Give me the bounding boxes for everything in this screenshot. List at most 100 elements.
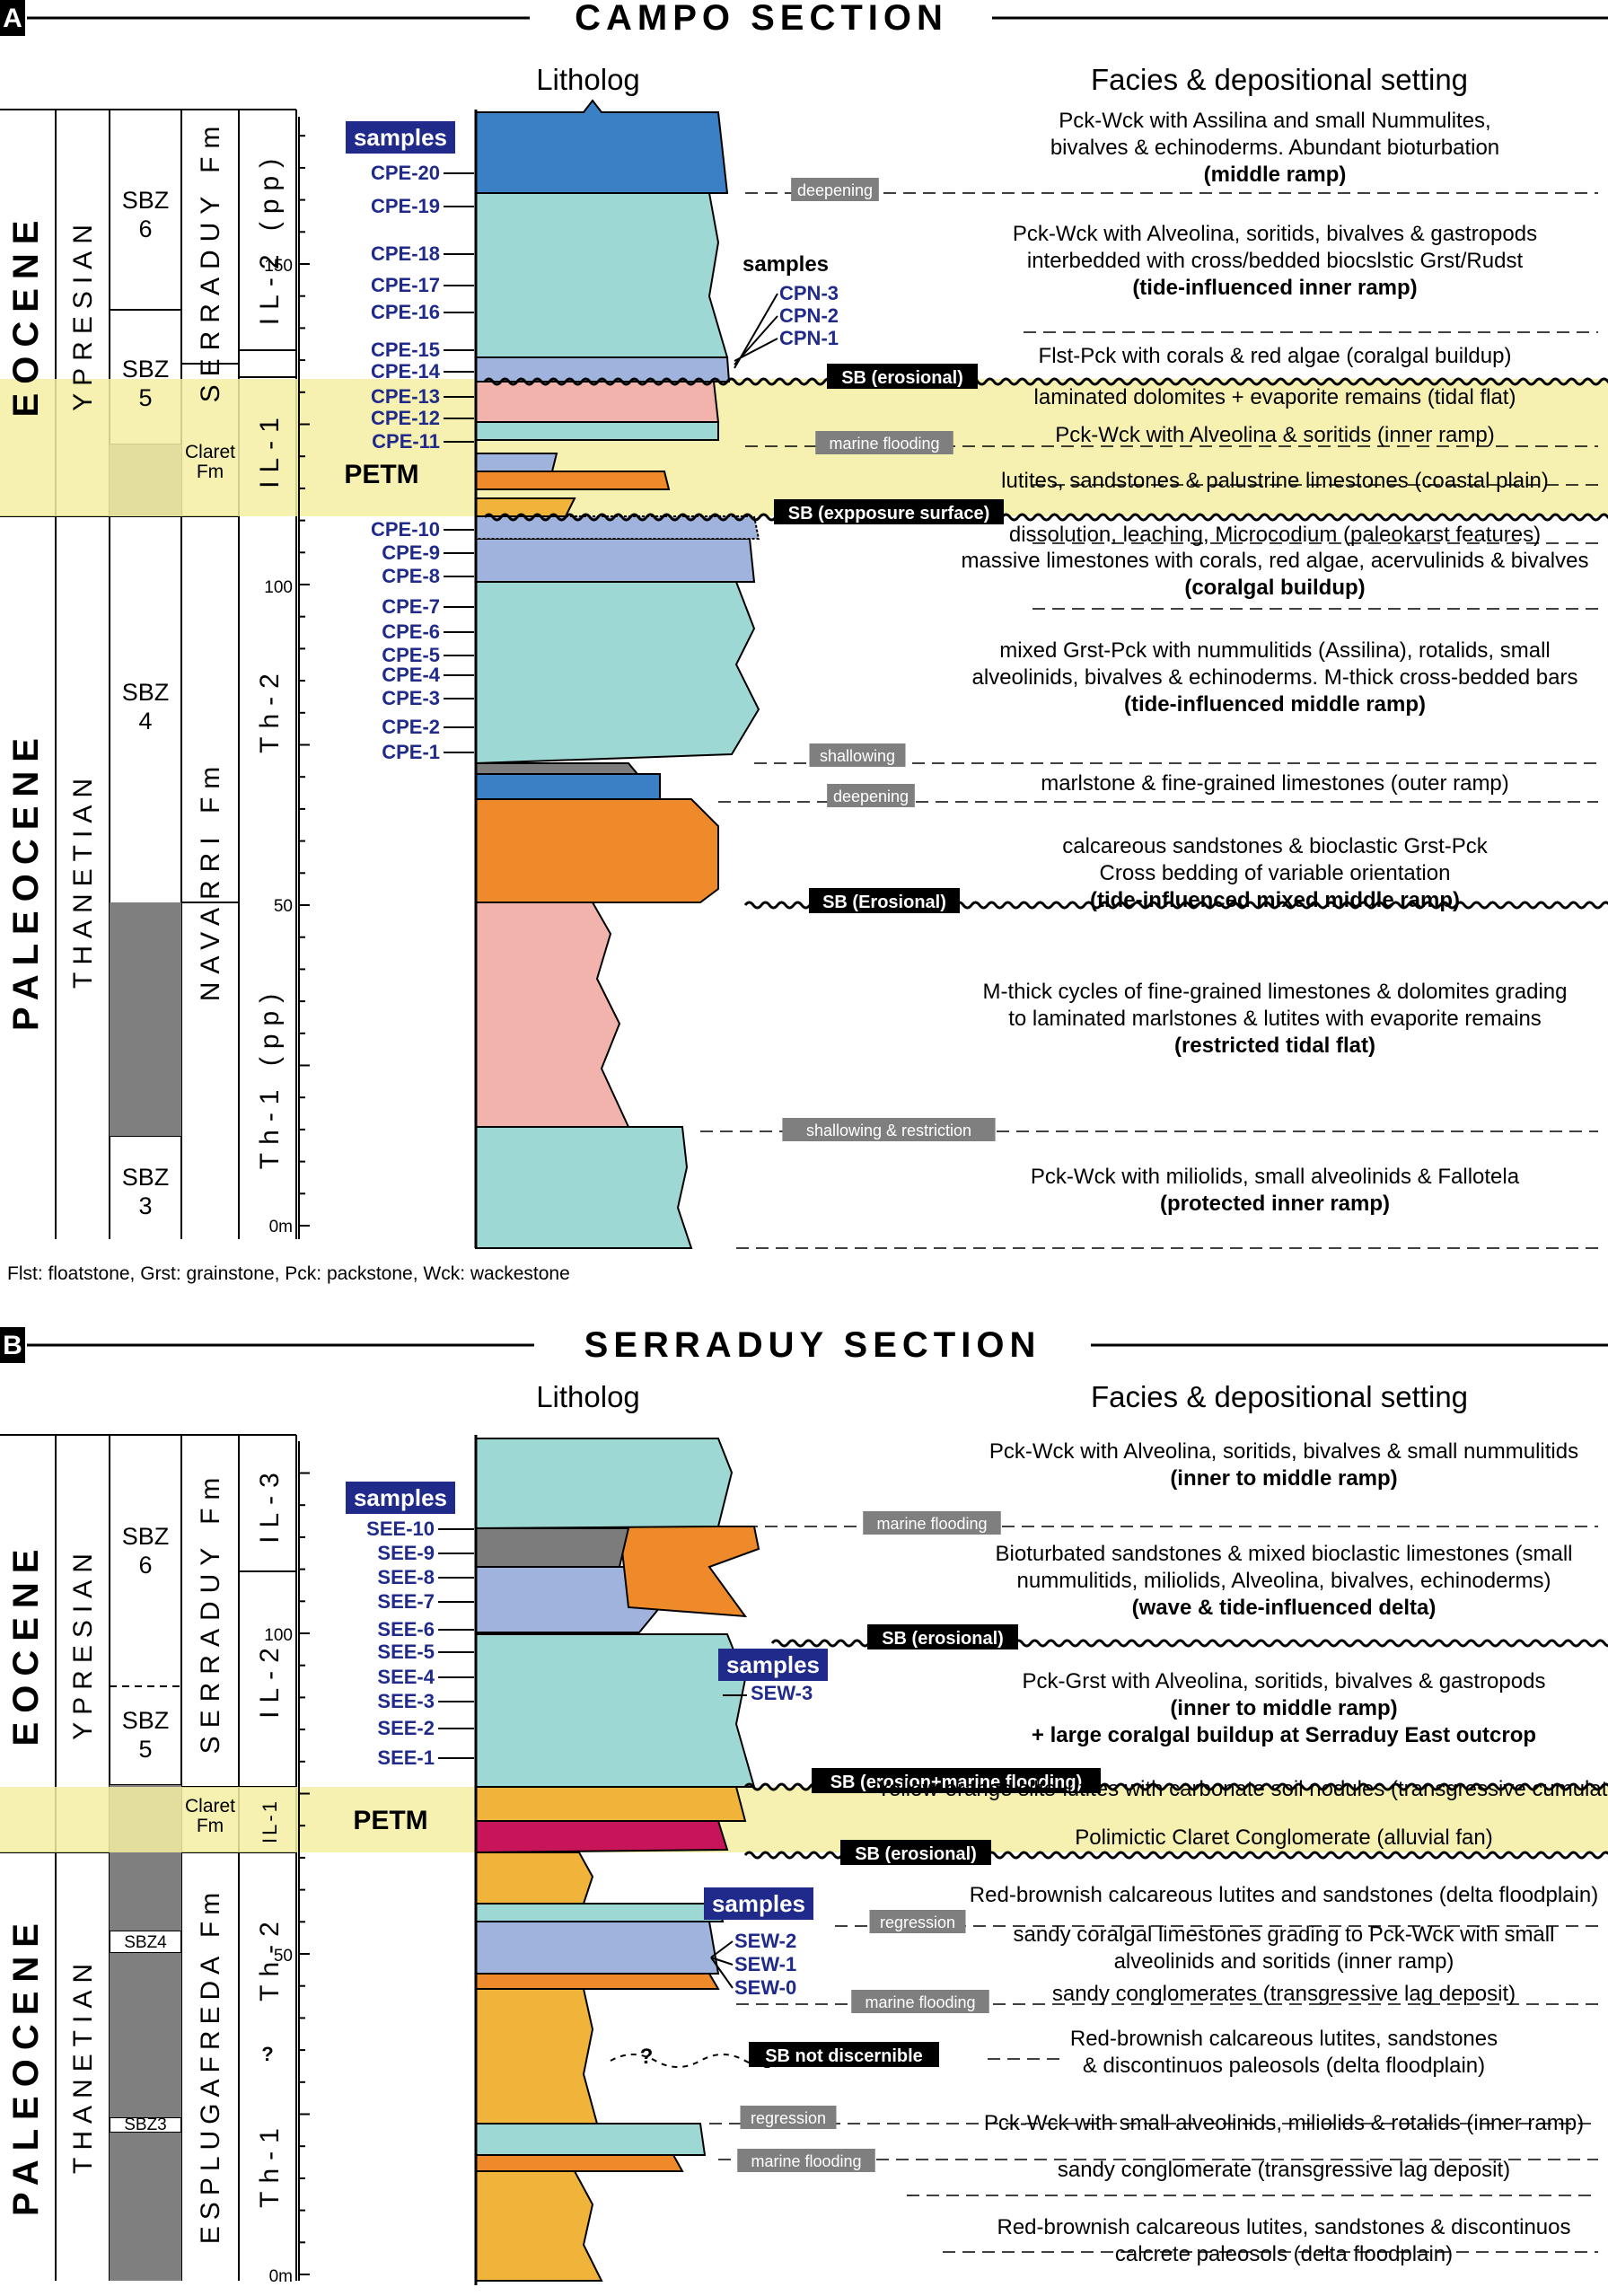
campo-gap-sbz-lower bbox=[110, 902, 181, 1136]
facies-line: + large coralgal buildup at Serraduy Eas… bbox=[1032, 1723, 1536, 1747]
sample-label: CPE-3 bbox=[382, 687, 440, 709]
sample-leader-sew bbox=[710, 1957, 734, 1966]
serraduy-sew-samples-label: samples bbox=[712, 1890, 805, 1917]
campo-petm-label: PETM bbox=[344, 460, 418, 489]
campo-bed-paleokarst bbox=[475, 515, 760, 540]
surface-label: SB (Erosional) bbox=[822, 893, 946, 912]
surface-label: regression bbox=[751, 2109, 826, 2127]
surface-label-box bbox=[815, 431, 953, 454]
campo-fm-navarri: NAVARRI Fm bbox=[196, 759, 225, 1002]
facies-line: Yellow-orange silts-lutites with carbona… bbox=[876, 1777, 1608, 1801]
facies-line: Flst-Pck with corals & red algae (coralg… bbox=[1039, 344, 1512, 368]
campo-eocene-label: EOCENE bbox=[6, 212, 46, 418]
facies-line: Pck-Wck with Alveolina & soritids (inner… bbox=[1055, 423, 1494, 447]
facies-line: Pck-Wck with small alveolinids, miliolid… bbox=[984, 2111, 1584, 2135]
serraduy-bed-pckwck-th2 bbox=[475, 1903, 725, 1922]
surface-label: SB (erosion+marine flooding) bbox=[830, 1773, 1083, 1792]
campo-facies: Pck-Wck with Assilina and small Nummulit… bbox=[962, 109, 1589, 1216]
serraduy-unit-th2: Th-2 bbox=[255, 1913, 285, 2001]
campo-scale-100: 100 bbox=[264, 578, 293, 597]
facies-line: mixed Grst-Pck with nummulitids (Assilin… bbox=[999, 638, 1550, 663]
serraduy-fm-esplugafreda: ESPLUGAFREDA Fm bbox=[196, 1887, 225, 2244]
surface-label-box bbox=[782, 1118, 996, 1141]
serraduy-gap-sbz-c bbox=[110, 2133, 181, 2281]
facies-line: calcrete paleosols (delta floodplain) bbox=[1115, 2242, 1453, 2266]
serraduy-litholog bbox=[475, 1438, 760, 2282]
surface-label-box bbox=[863, 1511, 1001, 1535]
serraduy-qmark-center: ? bbox=[640, 2045, 654, 2069]
surface-label-box bbox=[809, 743, 906, 767]
serraduy-sample-sew3: SEW-3 bbox=[751, 1682, 813, 1704]
serraduy-bed-delta-orange bbox=[618, 1526, 760, 1618]
sb-wavy-line bbox=[483, 513, 1608, 522]
campo-petm-band bbox=[0, 379, 1608, 516]
serraduy-samples-label: samples bbox=[354, 1484, 447, 1511]
campo-unit-il1: IL-1 bbox=[255, 409, 285, 488]
serraduy-sbz3: SBZ3 bbox=[124, 2116, 167, 2134]
surface-label: marine flooding bbox=[829, 435, 939, 453]
surface-label-box bbox=[827, 784, 915, 807]
panel-serraduy: B SERRADUY SECTION Litholog Facies & dep… bbox=[0, 1325, 1608, 2286]
serraduy-unit-th1: Th-1 bbox=[255, 2120, 285, 2208]
surface-label-box bbox=[867, 1624, 1018, 1649]
facies-line: (restricted tidal flat) bbox=[1174, 1034, 1375, 1058]
campo-bed-coralgal-buildup bbox=[475, 538, 756, 583]
facies-line: sandy conglomerate (transgressive lag de… bbox=[1058, 2158, 1510, 2182]
facies-line: Cross bedding of variable orientation bbox=[1100, 861, 1451, 885]
surface-label: SB (erosional) bbox=[841, 368, 963, 388]
facies-line: Red-brownish calcareous lutites and sand… bbox=[970, 1883, 1598, 1907]
serraduy-sample-list: SEE-10SEE-9SEE-8SEE-7SEE-6SEE-5SEE-4SEE-… bbox=[366, 1517, 474, 1769]
sample-label: CPE-10 bbox=[371, 518, 440, 541]
facies-line: dissolution, leaching, Microcodium (pale… bbox=[1009, 523, 1541, 547]
campo-unit-th2: Th-2 bbox=[255, 665, 285, 753]
sample-label: CPE-9 bbox=[382, 541, 440, 564]
campo-bed-mixed-middle-ramp bbox=[475, 798, 719, 903]
facies-line: sandy conglomerates (transgressive lag d… bbox=[1052, 1982, 1516, 2006]
serraduy-bed-lag-upper bbox=[475, 1973, 720, 1990]
facies-line: Red-brownish calcareous lutites, sandsto… bbox=[1070, 2027, 1498, 2051]
sample-label: CPE-11 bbox=[372, 430, 440, 453]
sample-label: SEE-9 bbox=[377, 1542, 435, 1564]
campo-bed-middle-ramp-top bbox=[475, 99, 729, 194]
sample-label-cpn: CPN-3 bbox=[779, 282, 839, 304]
serraduy-samples-box bbox=[346, 1482, 455, 1514]
sample-label: SEE-3 bbox=[377, 1690, 435, 1712]
serraduy-petm-label: PETM bbox=[353, 1806, 427, 1835]
surface-label: shallowing bbox=[820, 747, 895, 765]
facies-line: (tide-influenced middle ramp) bbox=[1124, 692, 1426, 717]
facies-line: to laminated marlstones & lutites with e… bbox=[1008, 1007, 1542, 1031]
surface-label: SB (erosional) bbox=[855, 1844, 977, 1864]
facies-line: lutites, sandstones & palustrine limesto… bbox=[1001, 469, 1549, 493]
surface-label-box bbox=[749, 2042, 939, 2067]
campo-samples-box bbox=[346, 121, 455, 154]
facies-line: Polimictic Claret Conglomerate (alluvial… bbox=[1075, 1825, 1493, 1850]
sample-label: CPE-13 bbox=[371, 385, 440, 408]
surface-label-box bbox=[827, 364, 978, 389]
serraduy-petm-band bbox=[0, 1787, 1608, 1852]
surface-label-box bbox=[791, 178, 879, 201]
surface-label-box bbox=[869, 1910, 966, 1933]
sample-leader-sew bbox=[710, 1957, 734, 1989]
surface-label-box bbox=[851, 1990, 989, 2013]
sample-label-sew: SEW-2 bbox=[734, 1930, 796, 1952]
serraduy-facies: Pck-Wck with Alveolina, soritids, bivalv… bbox=[876, 1439, 1608, 2266]
facies-line: (protected inner ramp) bbox=[1160, 1192, 1390, 1216]
serraduy-sew-box bbox=[704, 1887, 813, 1920]
serraduy-scale-ticks bbox=[299, 1472, 310, 2275]
campo-bed-middle-ramp bbox=[475, 581, 760, 765]
serraduy-bed-coralgal-sandy bbox=[475, 1921, 720, 1975]
surface-label: marine flooding bbox=[751, 2152, 861, 2170]
facies-line: calcareous sandstones & bioclastic Grst-… bbox=[1062, 834, 1489, 858]
facies-line: nummulitids, miliolids, Alveolina, bival… bbox=[1017, 1569, 1551, 1593]
facies-line: Pck-Wck with Assilina and small Nummulit… bbox=[1059, 109, 1490, 133]
serraduy-unit-il3: IL-3 bbox=[255, 1465, 285, 1544]
sample-label: SEE-5 bbox=[377, 1641, 435, 1663]
sample-label: CPE-12 bbox=[371, 407, 440, 429]
facies-line: marlstone & fine-grained limestones (out… bbox=[1041, 771, 1509, 796]
facies-line: (middle ramp) bbox=[1204, 163, 1347, 187]
